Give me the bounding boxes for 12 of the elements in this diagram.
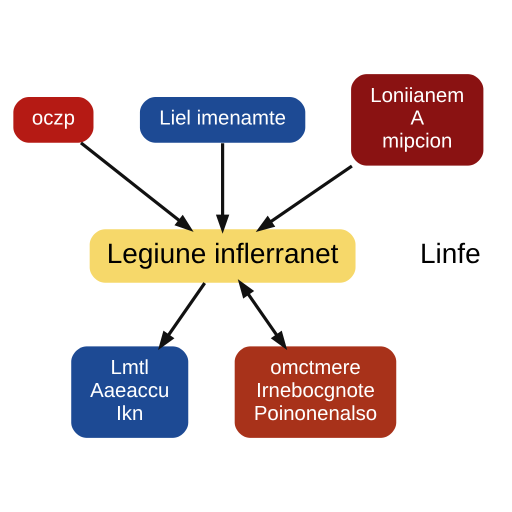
- node-label: Linfe: [420, 238, 481, 270]
- arrow: [80, 142, 194, 232]
- arrow: [238, 279, 288, 350]
- arrow: [158, 282, 206, 350]
- node-box: Liel imenamte: [140, 96, 306, 143]
- node-box: Loniianem A mipcion: [351, 74, 484, 166]
- node-box: oczp: [13, 96, 94, 143]
- node-box: omctmere Irnebocgnote Poinonenalso: [234, 346, 396, 438]
- node-box: Lmtl Aaeaccu Ikn: [71, 346, 188, 438]
- arrow: [256, 164, 353, 232]
- node-box: Legiune inflerranet: [90, 229, 356, 283]
- arrow: [216, 143, 230, 234]
